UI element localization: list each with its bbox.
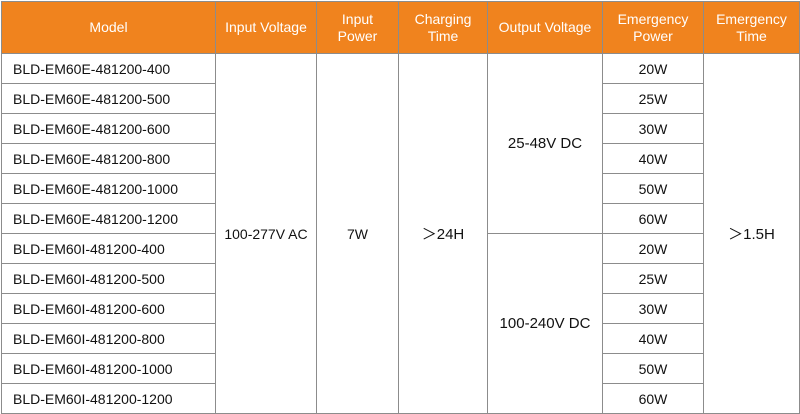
charging-time-cell: ＞24H (398, 53, 488, 414)
table-row: BLD-EM60I-481200-400 100-240V DC 20W (1, 233, 800, 414)
table-body: BLD-EM60E-481200-400 100-277V AC 7W ＞24H… (1, 53, 800, 414)
emergency-time-cell: ＞1.5H (703, 53, 800, 414)
table-row: BLD-EM60E-481200-1200 60W (1, 203, 800, 234)
emergency-power-cell: 40W (602, 323, 704, 354)
header-input-voltage: Input Voltage (215, 1, 317, 54)
table-row: BLD-EM60I-481200-500 25W (1, 263, 800, 294)
model-cell: BLD-EM60E-481200-400 (1, 53, 216, 84)
model-cell: BLD-EM60E-481200-800 (1, 143, 216, 174)
model-cell: BLD-EM60E-481200-1000 (1, 173, 216, 204)
emergency-power-cell: 25W (602, 83, 704, 114)
header-input-power: Input Power (316, 1, 399, 54)
emergency-power-cell: 40W (602, 143, 704, 174)
header-row: Model Input Voltage Input Power Charging… (1, 1, 800, 54)
model-cell: BLD-EM60I-481200-600 (1, 293, 216, 324)
table-row: BLD-EM60E-481200-800 40W (1, 143, 800, 174)
table-row: BLD-EM60I-481200-1000 50W (1, 353, 800, 384)
header-emergency-power: Emergency Power (602, 1, 704, 54)
header-model: Model (1, 1, 216, 54)
model-cell: BLD-EM60E-481200-600 (1, 113, 216, 144)
header-emergency-time: Emergency Time (703, 1, 800, 54)
output-voltage-cell: 100-240V DC (487, 233, 603, 414)
emergency-power-cell: 30W (602, 113, 704, 144)
model-cell: BLD-EM60I-481200-500 (1, 263, 216, 294)
emergency-power-cell: 50W (602, 173, 704, 204)
header-output-voltage: Output Voltage (487, 1, 603, 54)
emergency-power-cell: 50W (602, 353, 704, 384)
table-row: BLD-EM60I-481200-1200 60W (1, 383, 800, 414)
model-cell: BLD-EM60I-481200-800 (1, 323, 216, 354)
table-row: BLD-EM60I-481200-800 40W (1, 323, 800, 354)
model-cell: BLD-EM60I-481200-1000 (1, 353, 216, 384)
emergency-power-cell: 20W (602, 233, 704, 264)
table-row: BLD-EM60E-481200-500 25W (1, 83, 800, 114)
input-power-cell: 7W (316, 53, 399, 414)
model-cell: BLD-EM60I-481200-1200 (1, 383, 216, 414)
table-row: BLD-EM60E-481200-400 100-277V AC 7W ＞24H… (1, 53, 800, 414)
emergency-power-cell: 60W (602, 383, 704, 414)
model-cell: BLD-EM60I-481200-400 (1, 233, 216, 264)
header-charging-time: Charging Time (398, 1, 488, 54)
table-row: BLD-EM60E-481200-1000 50W (1, 173, 800, 204)
model-cell: BLD-EM60E-481200-1200 (1, 203, 216, 234)
emergency-power-cell: 20W (602, 53, 704, 84)
model-cell: BLD-EM60E-481200-500 (1, 83, 216, 114)
input-voltage-cell: 100-277V AC (215, 53, 317, 414)
output-voltage-cell: 25-48V DC (487, 53, 603, 234)
emergency-power-cell: 30W (602, 293, 704, 324)
emergency-power-cell: 25W (602, 263, 704, 294)
emergency-power-cell: 60W (602, 203, 704, 234)
